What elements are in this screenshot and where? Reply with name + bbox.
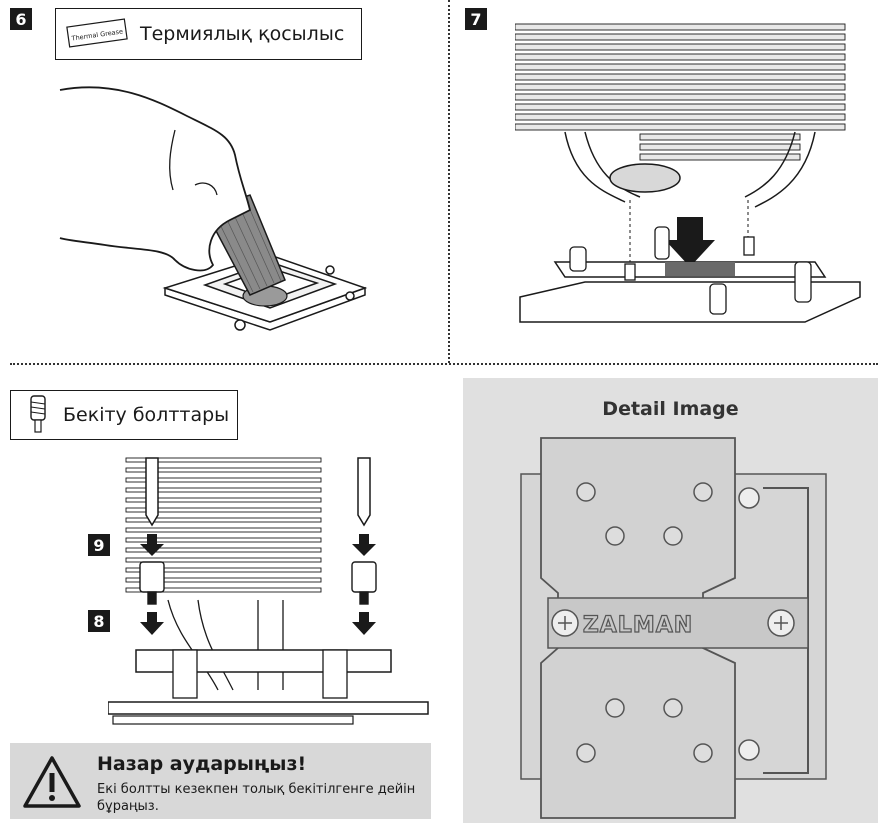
warning-body: Екі болтты кезекпен толық бекітілгенге д… — [97, 782, 416, 814]
motherboard-side — [108, 701, 429, 715]
detail-image-panel: Detail Image ZALMAN — [463, 378, 878, 823]
step-8-badge: 8 — [88, 610, 110, 632]
motherboard — [519, 281, 861, 323]
side-fins — [125, 457, 322, 593]
step-6-illustration — [59, 86, 368, 331]
bolt-illustration — [108, 457, 429, 725]
step-9-badge: 9 — [88, 534, 110, 556]
step-7-illustration — [515, 23, 861, 323]
screw-icon — [30, 395, 46, 433]
detail-image-drawing: ZALMAN — [520, 437, 827, 819]
divider-horizontal — [10, 363, 878, 365]
screwdriver-right — [357, 457, 371, 527]
divider-vertical — [448, 0, 450, 363]
mounting-bolts-label-box: Бекіту болттары — [10, 390, 238, 440]
hand — [59, 86, 252, 272]
thermal-grease-label: Термиялық қосылыс — [140, 23, 345, 45]
mounting-bolts-label: Бекіту болттары — [63, 404, 230, 426]
cooler-base — [609, 163, 681, 193]
warning-triangle-icon — [23, 756, 81, 808]
screwdriver-left — [145, 457, 159, 527]
warning-box: Назар аударыңыз! Екі болтты кезекпен тол… — [10, 743, 431, 819]
down-arrow-icon — [665, 217, 715, 267]
thermal-grease-tube-icon: Thermal Grease — [66, 18, 128, 48]
thermal-grease-label-box: Thermal Grease Термиялық қосылыс — [55, 8, 362, 60]
heatsink-fins — [515, 23, 846, 161]
detail-image-title: Detail Image — [602, 398, 739, 420]
zalman-logo: ZALMAN — [583, 613, 693, 638]
warning-title: Назар аударыңыз! — [97, 753, 307, 775]
step-6-badge: 6 — [10, 8, 32, 30]
step-7-badge: 7 — [465, 8, 487, 30]
down-arrow-icon — [140, 534, 376, 635]
mounting-screws — [551, 487, 795, 761]
heatpipes — [564, 131, 816, 208]
